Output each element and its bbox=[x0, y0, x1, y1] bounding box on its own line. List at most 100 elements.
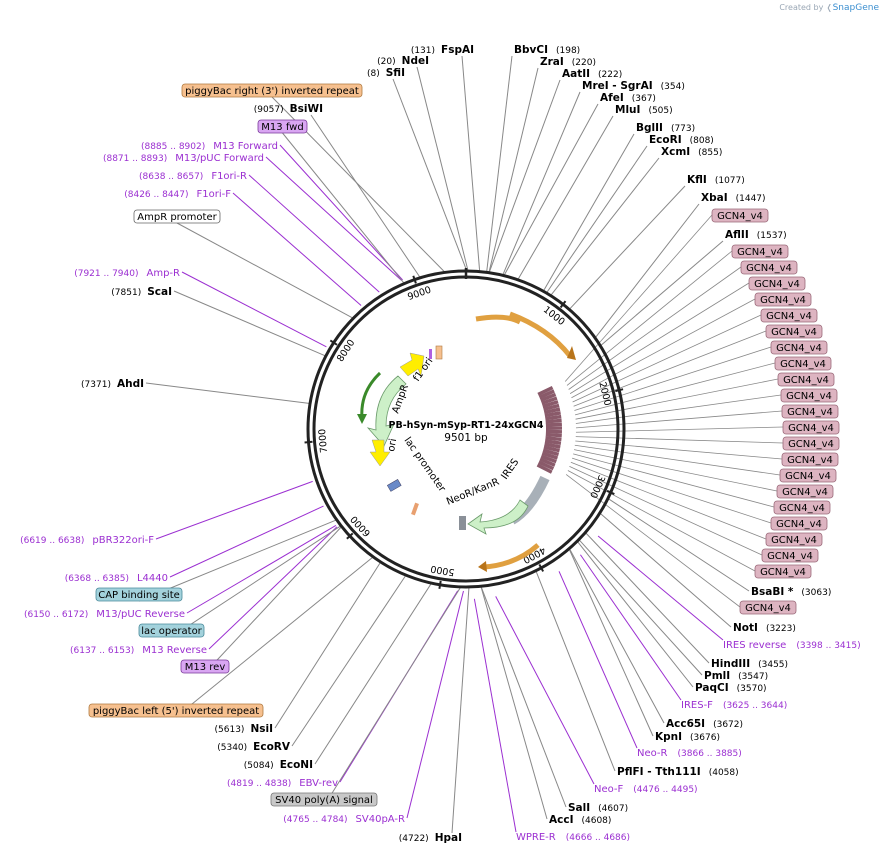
leader-line bbox=[570, 461, 767, 540]
primer-label-ires-f: IRES-F(3625 .. 3644) bbox=[681, 700, 787, 711]
leader-line bbox=[550, 157, 660, 296]
primer-position: (8871 .. 8893) bbox=[103, 154, 167, 164]
gray-feature bbox=[459, 516, 466, 530]
leader-line bbox=[503, 103, 599, 276]
gcn4-label: GCN4_v4 bbox=[745, 603, 791, 614]
primer-position: (6368 .. 6385) bbox=[65, 574, 129, 584]
leader-line bbox=[248, 174, 380, 293]
site-position: (367) bbox=[632, 94, 656, 104]
leader-line bbox=[575, 426, 784, 433]
leader-line bbox=[323, 586, 462, 807]
gcn4-box-bg bbox=[739, 600, 797, 615]
gcn4-repeat bbox=[545, 435, 562, 442]
primer-position: (4476 .. 4495) bbox=[633, 785, 697, 795]
gcn4-label: GCN4_v4 bbox=[776, 519, 822, 530]
feature-box-ampr-promoter: AmpR promoter bbox=[133, 209, 221, 224]
small-feature bbox=[435, 345, 443, 360]
leader-line bbox=[597, 535, 724, 641]
site-label-bglii: BglII(773) bbox=[636, 122, 695, 134]
primer-label-m13-puc-reverse: (6150 .. 6172)M13/pUC Reverse bbox=[24, 609, 185, 620]
feature-box-bg bbox=[181, 83, 363, 98]
leader-line bbox=[568, 548, 665, 724]
site-label-scai: (7851) ScaI bbox=[111, 286, 172, 298]
site-label-xcmi: XcmI(855) bbox=[661, 146, 722, 158]
site-name: NsiI bbox=[250, 723, 273, 735]
tick-mark bbox=[615, 388, 624, 393]
leader-line bbox=[155, 480, 313, 540]
primer-name: IRES-F bbox=[681, 700, 713, 711]
primer-name: pBR322ori-F bbox=[92, 535, 154, 546]
gcn4-box: GCN4_v4 bbox=[779, 468, 837, 483]
leader-line bbox=[169, 505, 324, 578]
site-position: (354) bbox=[661, 82, 685, 92]
feature-box-bg bbox=[257, 119, 308, 134]
gcn4-repeat bbox=[540, 454, 557, 464]
feature-box-sv40: SV40 poly(A) signal bbox=[270, 792, 378, 807]
site-name: PaqCI bbox=[695, 682, 729, 694]
leader-line bbox=[186, 525, 337, 614]
site-name: ZraI bbox=[540, 56, 564, 68]
tick-mark bbox=[438, 580, 442, 589]
leader-line bbox=[176, 222, 354, 319]
gcn4-label: GCN4_v4 bbox=[782, 487, 828, 498]
gcn4-box: GCN4_v4 bbox=[761, 548, 819, 563]
leader-line bbox=[594, 203, 700, 339]
gcn4-label: GCN4_v4 bbox=[746, 263, 792, 274]
site-position: (222) bbox=[598, 70, 622, 80]
gcn4-repeat bbox=[537, 385, 554, 397]
feature-box-label: M13 fwd bbox=[261, 122, 303, 133]
leader-line bbox=[406, 590, 464, 819]
primer-label-wpre-r: WPRE-R(4666 .. 4686) bbox=[516, 832, 630, 843]
gcn4-label: GCN4_v4 bbox=[767, 551, 813, 562]
site-label-ecorv: (5340)EcoRV bbox=[217, 741, 291, 753]
site-name: BsiWI bbox=[290, 103, 323, 115]
leader-line bbox=[274, 561, 382, 729]
gcn4-box-bg bbox=[754, 564, 812, 579]
tick-label: 7000 bbox=[317, 428, 330, 453]
site-position: (808) bbox=[690, 136, 714, 146]
primer-name: M13 Forward bbox=[213, 141, 278, 152]
site-label-ecori: EcoRI(808) bbox=[649, 134, 714, 146]
gcn4-repeat bbox=[545, 432, 562, 438]
site-position: (9057) bbox=[254, 105, 284, 115]
feature-box-m13-fwd: M13 fwd bbox=[257, 119, 308, 134]
site-name: ScaI bbox=[147, 286, 172, 298]
leader-line bbox=[580, 554, 682, 701]
gcn4-box-bg bbox=[781, 404, 839, 419]
lac-promoter-label: lac promoter bbox=[402, 435, 448, 494]
site-name: MluI bbox=[615, 104, 640, 116]
gcn4-repeat bbox=[542, 448, 560, 457]
orange-arc-3 bbox=[483, 543, 540, 570]
primer-label-l4440: (6368 .. 6385)L4440 bbox=[65, 573, 168, 584]
leader-line bbox=[571, 298, 756, 399]
gcn4-label: GCN4_v4 bbox=[783, 375, 829, 386]
site-label-mlui: MluI(505) bbox=[615, 104, 673, 116]
site-name: BglII bbox=[636, 122, 663, 134]
site-label-hpai: (4722)HpaI bbox=[399, 832, 462, 844]
leader-line bbox=[173, 290, 327, 357]
gcn4-label: GCN4_v4 bbox=[788, 439, 834, 450]
primer-label-f1ori-f: (8426 .. 8447)F1ori-F bbox=[124, 189, 231, 200]
gcn4-repeat bbox=[540, 392, 557, 402]
site-position: (1077) bbox=[715, 176, 745, 186]
site-position: (4722) bbox=[399, 834, 429, 844]
site-label-xbai: XbaI(1447) bbox=[701, 192, 766, 204]
gcn4-label: GCN4_v4 bbox=[787, 455, 833, 466]
tick-mark bbox=[329, 339, 338, 346]
leader-line bbox=[575, 394, 782, 424]
leader-line bbox=[542, 133, 635, 292]
site-position: (198) bbox=[556, 46, 580, 56]
small-feature bbox=[429, 349, 432, 359]
site-name: FspAI bbox=[441, 44, 474, 56]
feature-box-piggybac-left: piggyBac left (5') inverted repeat bbox=[88, 703, 264, 718]
leader-line bbox=[546, 145, 648, 294]
gcn4-box-bg bbox=[781, 452, 839, 467]
green-arc bbox=[360, 371, 382, 419]
site-position: (7851) bbox=[111, 288, 141, 298]
leader-line bbox=[574, 346, 772, 411]
gcn4-box: GCN4_v4 bbox=[740, 260, 798, 275]
small-feature bbox=[411, 502, 419, 516]
site-position: (5613) bbox=[215, 725, 245, 735]
site-position: (3455) bbox=[758, 660, 788, 670]
site-label-econi: (5084)EcoNI bbox=[244, 759, 313, 771]
